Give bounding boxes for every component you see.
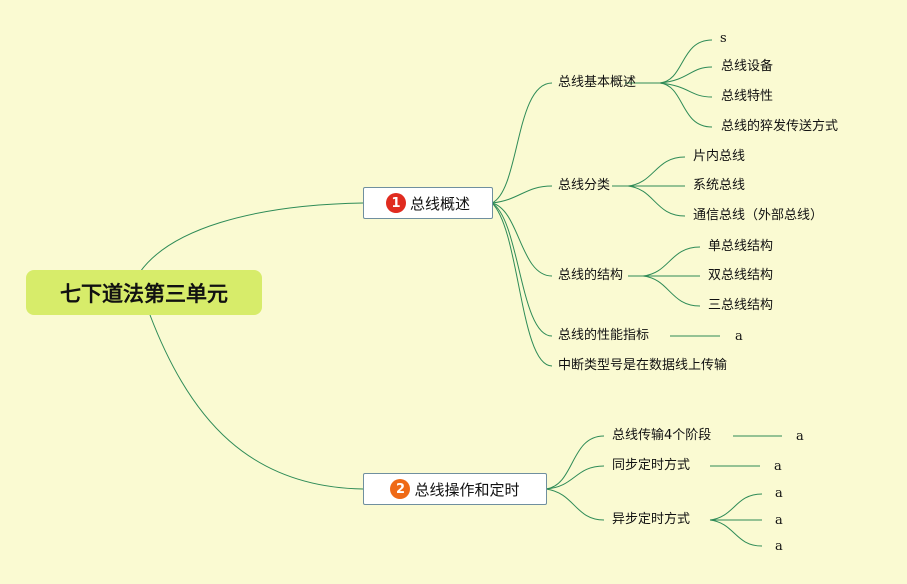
number-badge-1: 1 xyxy=(385,193,406,213)
branch-bus-operation-timing-label: 总线操作和定时 xyxy=(414,480,520,499)
leaf-stages-item[interactable]: a xyxy=(796,429,804,444)
leaf-basic-item[interactable]: 总线的猝发传送方式 xyxy=(721,119,839,134)
leaf-basic-item[interactable]: 总线设备 xyxy=(721,59,774,74)
root-topic-label: 七下道法第三单元 xyxy=(60,281,228,306)
leaf-sync-item[interactable]: a xyxy=(774,459,782,474)
topic-bus-classification[interactable]: 总线分类 xyxy=(558,178,611,193)
leaf-structure-item[interactable]: 双总线结构 xyxy=(708,268,774,283)
topic-transfer-stages[interactable]: 总线传输4个阶段 xyxy=(612,428,712,443)
topic-async-timing[interactable]: 异步定时方式 xyxy=(612,512,691,527)
leaf-classify-item[interactable]: 系统总线 xyxy=(693,178,746,193)
number-badge-2: 2 xyxy=(390,479,411,499)
topic-bus-basic-overview[interactable]: 总线基本概述 xyxy=(558,75,637,90)
leaf-basic-item[interactable]: 总线特性 xyxy=(721,89,774,104)
branch-bus-operation-timing[interactable]: 2 总线操作和定时 xyxy=(363,473,547,505)
leaf-structure-item[interactable]: 单总线结构 xyxy=(708,239,774,254)
branch-bus-overview-label: 总线概述 xyxy=(409,194,470,213)
leaf-async-item[interactable]: a xyxy=(775,539,783,554)
branch-bus-overview[interactable]: 1 总线概述 xyxy=(363,187,493,219)
topic-sync-timing[interactable]: 同步定时方式 xyxy=(612,458,691,473)
topic-interrupt-type[interactable]: 中断类型号是在数据线上传输 xyxy=(558,358,728,373)
leaf-async-item[interactable]: a xyxy=(775,513,783,528)
leaf-basic-item[interactable]: s xyxy=(720,31,727,46)
topic-bus-performance[interactable]: 总线的性能指标 xyxy=(558,328,650,343)
leaf-structure-item[interactable]: 三总线结构 xyxy=(708,298,774,313)
leaf-classify-item[interactable]: 片内总线 xyxy=(693,149,746,164)
root-topic[interactable]: 七下道法第三单元 xyxy=(26,270,262,315)
topic-bus-structure[interactable]: 总线的结构 xyxy=(558,268,624,283)
leaf-performance-item[interactable]: a xyxy=(735,329,743,344)
leaf-async-item[interactable]: a xyxy=(775,486,783,501)
leaf-classify-item[interactable]: 通信总线（外部总线） xyxy=(693,208,824,223)
